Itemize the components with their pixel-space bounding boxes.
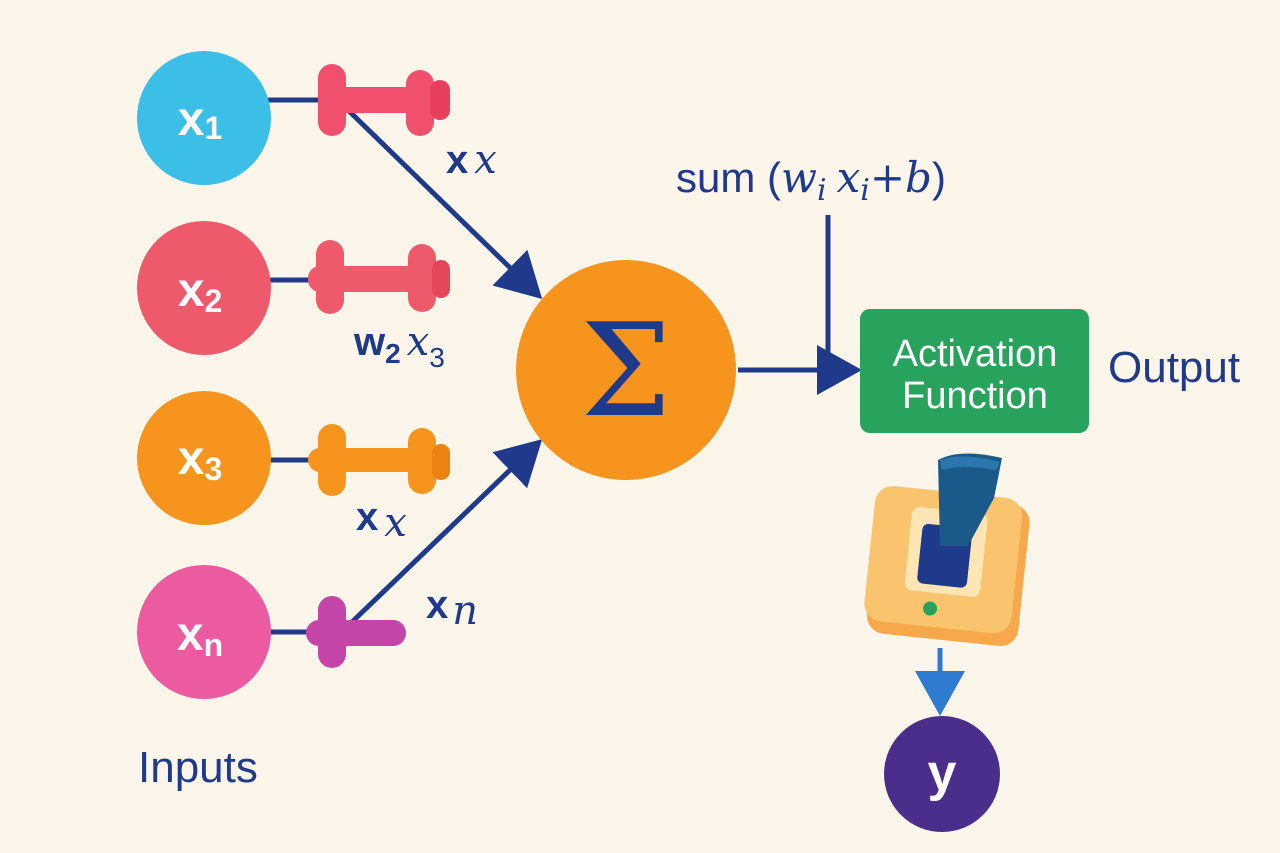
input-node-xn: xn: [137, 565, 271, 699]
input-node-x3: x3: [137, 391, 271, 525]
summation-circle: [516, 260, 736, 480]
input-circle: [137, 391, 271, 525]
input-subscript: n: [204, 627, 224, 663]
input-label: x: [177, 608, 204, 661]
svg-text:x1: x1: [178, 93, 223, 146]
output-label: Output: [1108, 343, 1240, 392]
output-node-y: y: [884, 716, 1000, 832]
activation-function-box: Activation Function: [860, 309, 1089, 433]
input-circle: [137, 565, 271, 699]
input-label: x: [178, 93, 205, 146]
output-circle: [884, 716, 1000, 832]
input-circle: [137, 221, 271, 355]
activation-line-2: Function: [902, 375, 1048, 417]
input-subscript: 3: [204, 451, 222, 487]
svg-text:xn: xn: [177, 608, 223, 663]
connections: [268, 97, 862, 635]
activation-line-1: Activation: [893, 333, 1058, 375]
svg-text:x3: x3: [178, 432, 223, 487]
input-subscript: 1: [204, 110, 222, 146]
weight-n: [306, 596, 406, 668]
summation-node: Σ: [516, 260, 736, 480]
arrow-xn-to-sum: [350, 439, 543, 624]
switch-icon: [864, 453, 1030, 646]
sigma-icon: Σ: [581, 297, 672, 446]
input-node-x1: x1: [137, 51, 271, 185]
arrow-x1-to-sum: [346, 108, 543, 299]
input-subscript: 2: [204, 283, 222, 319]
input-circle: [137, 51, 271, 185]
svg-text:x2: x2: [178, 264, 223, 319]
inputs-label: Inputs: [138, 743, 258, 792]
input-label: x: [178, 264, 205, 317]
weight-2: [308, 240, 450, 314]
output-node-label: y: [928, 744, 957, 802]
weight-3: [308, 424, 450, 496]
input-node-x2: x2: [137, 221, 271, 355]
input-label: x: [178, 432, 205, 485]
weight-1: [318, 64, 450, 136]
